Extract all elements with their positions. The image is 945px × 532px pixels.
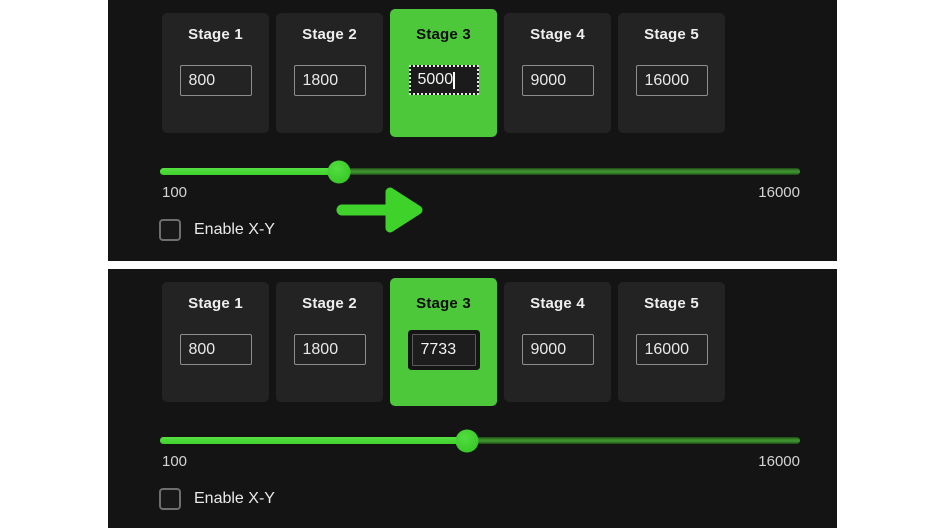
- stage-value-input[interactable]: [635, 334, 708, 365]
- stage-cards-row: Stage 1 Stage 2 Stage 3 Stage 4 Stage 5: [162, 278, 725, 406]
- stage-value-input[interactable]: [411, 334, 476, 366]
- stage-cards-row: Stage 1 Stage 2 Stage 3 Stage 4 Stage 5: [162, 9, 725, 137]
- enable-xy-checkbox[interactable]: [159, 219, 181, 241]
- stage-title: Stage 3: [416, 26, 471, 43]
- stage-value-input[interactable]: [179, 334, 252, 365]
- stage-card-3-selected[interactable]: Stage 3: [390, 278, 497, 406]
- slider-min-label: 100: [162, 453, 188, 470]
- stage-title: Stage 1: [188, 26, 243, 43]
- stage-card-2[interactable]: Stage 2: [276, 282, 383, 402]
- enable-xy-label: Enable X-Y: [194, 221, 275, 238]
- enable-xy-row: Enable X-Y: [159, 488, 275, 510]
- value-slider-track[interactable]: [160, 160, 800, 183]
- slider-fill: [160, 168, 340, 175]
- stage-card-3-selected[interactable]: Stage 3: [390, 9, 497, 137]
- stage-card-4[interactable]: Stage 4: [504, 13, 611, 133]
- stage-value-input[interactable]: [521, 65, 594, 96]
- stage-title: Stage 4: [530, 295, 585, 312]
- enable-xy-row: Enable X-Y: [159, 219, 275, 241]
- stage-value-input-focused[interactable]: [408, 65, 479, 95]
- stage-value-input[interactable]: [179, 65, 252, 96]
- stage-value-input[interactable]: [521, 334, 594, 365]
- stage-card-4[interactable]: Stage 4: [504, 282, 611, 402]
- stage-title: Stage 2: [302, 26, 357, 43]
- text-caret: [452, 72, 455, 89]
- slider-max-label: 16000: [758, 453, 800, 470]
- stage-card-1[interactable]: Stage 1: [162, 282, 269, 402]
- stage-card-1[interactable]: Stage 1: [162, 13, 269, 133]
- arrow-right-icon: [336, 187, 423, 233]
- slider-thumb[interactable]: [327, 160, 351, 183]
- stage-title: Stage 1: [188, 295, 243, 312]
- stage-title: Stage 5: [644, 295, 699, 312]
- stage-title: Stage 5: [644, 26, 699, 43]
- config-panel-bottom: Stage 1 Stage 2 Stage 3 Stage 4 Stage 5: [108, 269, 837, 528]
- stage-card-5[interactable]: Stage 5: [618, 13, 725, 133]
- slider-min-label: 100: [162, 184, 188, 201]
- slider-fill: [160, 437, 468, 444]
- config-panel-top: Stage 1 Stage 2 Stage 3 Stage 4 Stage 5: [108, 0, 837, 261]
- enable-xy-checkbox[interactable]: [159, 488, 181, 510]
- stage-card-5[interactable]: Stage 5: [618, 282, 725, 402]
- stage-title: Stage 4: [530, 26, 585, 43]
- stage-card-2[interactable]: Stage 2: [276, 13, 383, 133]
- stage-title: Stage 3: [416, 295, 471, 312]
- enable-xy-label: Enable X-Y: [194, 490, 275, 507]
- stage-value-input[interactable]: [293, 65, 366, 96]
- stage-value-input[interactable]: [635, 65, 708, 96]
- stage-title: Stage 2: [302, 295, 357, 312]
- stage-value-input[interactable]: [293, 334, 366, 365]
- value-slider-track[interactable]: [160, 429, 800, 452]
- slider-thumb[interactable]: [455, 429, 479, 452]
- slider-max-label: 16000: [758, 184, 800, 201]
